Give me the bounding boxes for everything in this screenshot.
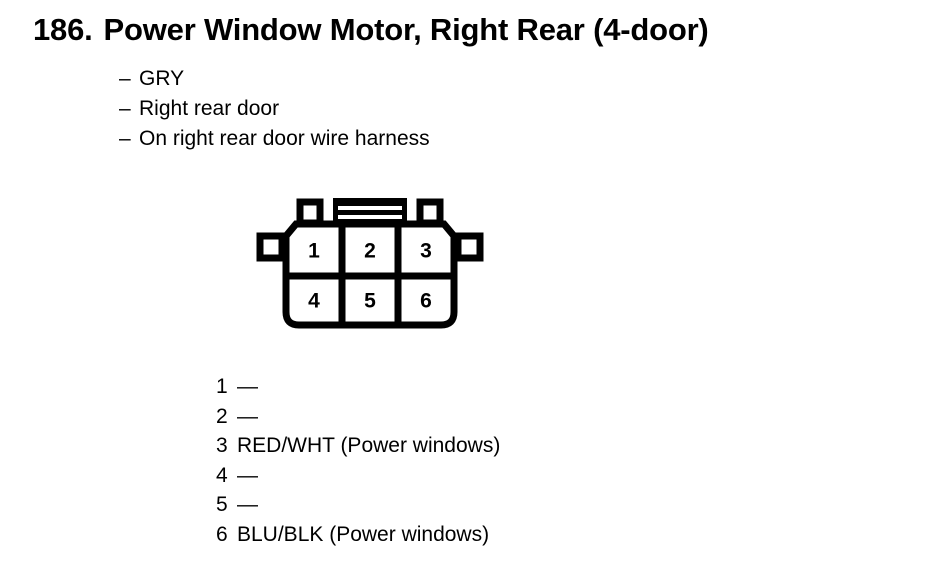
pin-description: —: [237, 404, 258, 428]
page-title: 186. Power Window Motor, Right Rear (4-do…: [33, 14, 709, 45]
pin-number: 4: [216, 463, 228, 487]
pin-number: 2: [216, 404, 228, 428]
connector-cavity-2: 2: [364, 240, 376, 263]
note-item: –On right rear door wire harness: [119, 124, 430, 154]
notes-list: –GRY –Right rear door –On right rear doo…: [119, 64, 430, 154]
connector-cavity-4: 4: [308, 290, 320, 313]
pin-description: BLU/BLK (Power windows): [237, 522, 490, 546]
pin-number: 1: [216, 375, 228, 398]
note-text: Right rear door: [139, 97, 280, 120]
pin-description: RED/WHT (Power windows): [237, 434, 501, 457]
title-text: Power Window Motor, Right Rear (4-door): [103, 12, 709, 47]
connector-cavity-6: 6: [420, 290, 432, 313]
connector-cavity-5: 5: [364, 290, 376, 313]
pin-legend-row: 3 RED/WHT (Power windows): [216, 431, 500, 461]
note-text: GRY: [139, 67, 185, 90]
connector-right-top-tab: [416, 198, 444, 227]
dash-icon: –: [119, 97, 131, 120]
connector-cavity-1: 1: [308, 240, 320, 263]
pin-legend-row: 2—: [216, 402, 500, 432]
connector-right-side-tab: [454, 232, 484, 262]
pin-description: —: [237, 463, 258, 487]
note-item: –Right rear door: [119, 94, 430, 124]
pin-number: 3: [216, 434, 228, 457]
pin-legend-row: 5—: [216, 490, 500, 520]
connector-cavity-3: 3: [420, 240, 432, 263]
pin-legend-row: 6 BLU/BLK (Power windows): [216, 520, 500, 550]
note-item: –GRY: [119, 64, 430, 94]
dash-icon: –: [119, 127, 131, 150]
entry-number: 186.: [33, 12, 93, 47]
pin-description: —: [237, 493, 258, 516]
connector-left-top-tab: [296, 198, 324, 227]
connector-diagram: 1 2 3 4 5 6: [252, 192, 488, 334]
note-text: On right rear door wire harness: [139, 127, 430, 150]
pin-number: 6: [216, 522, 228, 546]
pin-legend-row: 1—: [216, 372, 500, 402]
pin-legend-row: 4—: [216, 461, 500, 491]
connector-left-side-tab: [256, 232, 286, 262]
pin-description: —: [237, 375, 258, 398]
pin-number: 5: [216, 493, 228, 516]
dash-icon: –: [119, 67, 131, 90]
